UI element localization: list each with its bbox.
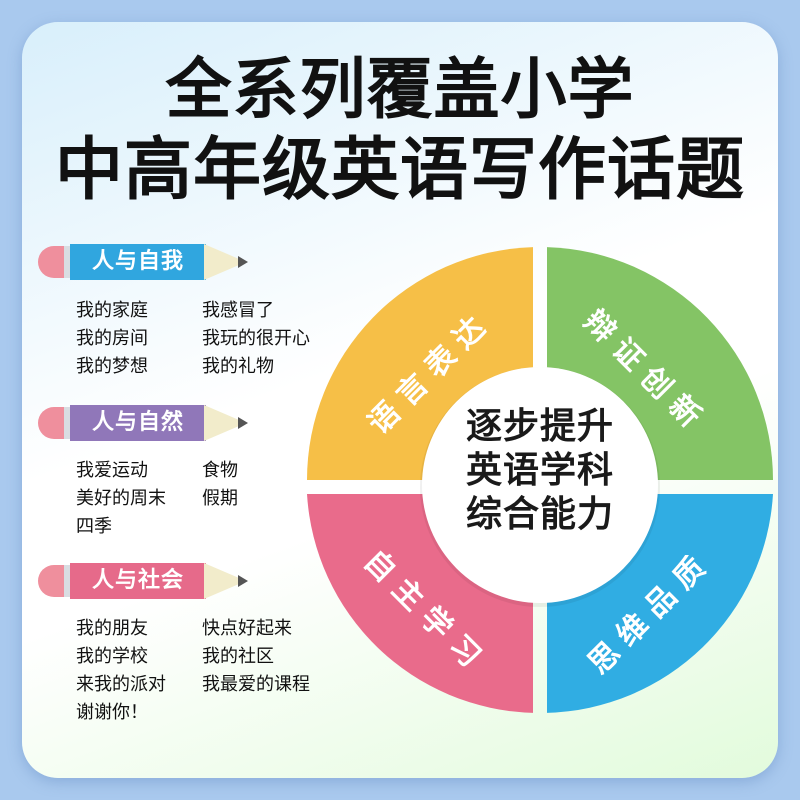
topic-item: 来我的派对 xyxy=(76,674,166,695)
topic-item: 食物 xyxy=(202,460,238,481)
topic-item: 我的家庭 xyxy=(76,300,148,321)
topic-item: 我玩的很开心 xyxy=(202,328,310,349)
topic-item: 四季 xyxy=(76,516,112,537)
pencil-eraser-icon xyxy=(38,407,66,439)
pencil-eraser-icon xyxy=(38,565,66,597)
pencil-eraser-icon xyxy=(38,246,66,278)
topic-item: 我感冒了 xyxy=(202,300,274,321)
category-label: 人与自我 xyxy=(70,244,206,280)
topic-list-self: 我的家庭 我感冒了 我的房间 我玩的很开心 我的梦想 我的礼物 xyxy=(76,297,342,381)
competency-wheel xyxy=(307,247,773,713)
title-line-2: 中高年级英语写作话题 xyxy=(54,131,745,210)
topic-item: 假期 xyxy=(202,488,238,509)
topic-item: 我的朋友 xyxy=(76,618,148,639)
topic-item: 我的社区 xyxy=(202,646,274,667)
category-pencil-nature: 人与自然 xyxy=(38,405,248,441)
topic-item: 快点好起来 xyxy=(202,618,292,639)
category-pencil-society: 人与社会 xyxy=(38,563,248,599)
topic-list-nature: 我爱运动 食物 美好的周末 假期 四季 xyxy=(76,457,342,541)
center-circle xyxy=(422,367,658,603)
center-text: 逐步提升 英语学科 综合能力 xyxy=(465,406,614,535)
topic-item: 我最爱的课程 xyxy=(202,674,310,695)
topic-item: 我的礼物 xyxy=(202,356,274,377)
topic-item: 我的房间 xyxy=(76,328,148,349)
topic-item: 美好的周末 xyxy=(76,488,166,509)
category-label: 人与社会 xyxy=(70,563,206,599)
topic-item: 谢谢你！ xyxy=(76,702,148,723)
category-label: 人与自然 xyxy=(70,405,206,441)
topic-item: 我的学校 xyxy=(76,646,148,667)
category-pencil-self: 人与自我 xyxy=(38,244,248,280)
title-line-1: 全系列覆盖小学 xyxy=(165,51,635,128)
topic-item: 我爱运动 xyxy=(76,460,148,481)
topic-item: 我的梦想 xyxy=(76,356,148,377)
topic-list-society: 我的朋友 快点好起来 我的学校 我的社区 来我的派对 我最爱的课程 谢谢你！ xyxy=(76,615,342,727)
